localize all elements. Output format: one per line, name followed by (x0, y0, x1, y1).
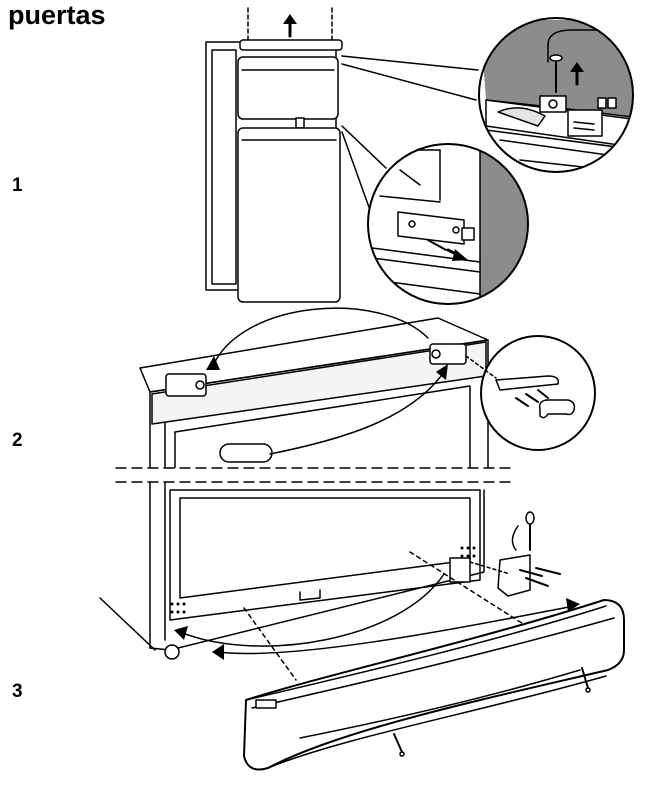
right-arrow-icon (446, 248, 468, 261)
screw-icon (581, 667, 591, 693)
detail-top-hinge (478, 17, 634, 173)
transfer-arrows (206, 307, 448, 455)
screw-icon (431, 349, 441, 359)
cabinet-side (211, 49, 237, 285)
screw-icon (525, 393, 539, 403)
screw-icon (537, 389, 549, 399)
guide-line (243, 607, 297, 681)
step-number-3: 3 (12, 681, 23, 702)
page-title: puertas (8, 0, 106, 30)
foot (164, 644, 180, 660)
bottom-hinge-detail (469, 511, 561, 597)
hinge-part (495, 375, 560, 391)
screw-icon (519, 569, 543, 577)
callout-line (341, 55, 479, 71)
middle-hinge (295, 117, 305, 129)
bottom-bracket (449, 557, 471, 583)
screw-icon (393, 733, 405, 757)
door-handle (219, 443, 273, 463)
detail-hinge-parts (465, 335, 596, 451)
base-transfer-arrows (174, 573, 580, 660)
callout-line (341, 63, 477, 101)
screw-icon (427, 239, 447, 251)
screw-icon (525, 577, 549, 587)
screw-icon (515, 397, 529, 407)
vent-dots (170, 546, 476, 614)
callout-line (341, 125, 387, 169)
top-hinge-cover (239, 39, 343, 51)
detail-middle-hinge (367, 143, 529, 305)
step-number-1: 1 (12, 175, 23, 196)
screw-icon (549, 54, 563, 93)
lower-door (237, 127, 341, 303)
hinge-plate-left (165, 373, 207, 397)
step-number-2: 2 (12, 430, 23, 451)
fridge-top-view (205, 7, 343, 303)
hinge-cover-part (538, 399, 576, 419)
screw-icon (195, 380, 205, 390)
plinth-cover (243, 599, 625, 771)
hinge-plate-right (429, 343, 467, 365)
cabinet-front-view (99, 317, 489, 660)
up-arrow-icon (283, 14, 297, 38)
up-arrow-icon (570, 62, 584, 86)
clip-tab (255, 699, 277, 709)
upper-door (237, 56, 339, 120)
break-lines (115, 467, 517, 483)
screw-icon (535, 567, 561, 575)
callout-line (341, 131, 371, 211)
